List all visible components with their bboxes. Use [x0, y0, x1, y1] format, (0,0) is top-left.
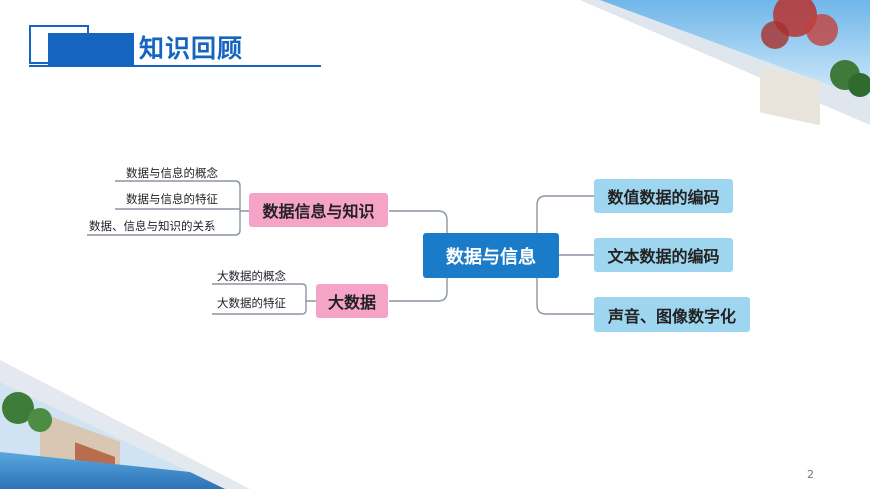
branch-node-bigdata: 大数据 [316, 284, 388, 318]
leaf-bigdata-concept: 大数据的概念 [217, 269, 286, 283]
branch-node-knowledge: 数据信息与知识 [249, 193, 388, 227]
connector-knowledge-leaves [87, 180, 249, 236]
connector-bigdata-leaves [212, 283, 316, 315]
leaf-data-info-knowledge-relation: 数据、信息与知识的关系 [89, 219, 216, 233]
connector-center-media [536, 254, 594, 315]
connector-center-bigdata [389, 254, 448, 302]
branch-node-media-digitization: 声音、图像数字化 [594, 297, 750, 332]
branch-node-text-encoding: 文本数据的编码 [594, 238, 733, 272]
page-number: 2 [807, 468, 814, 481]
decorative-campus-photo-bottom [0, 360, 250, 489]
header-underline [29, 65, 321, 67]
leaf-data-info-concept: 数据与信息的概念 [126, 166, 218, 180]
page-title: 知识回顾 [139, 34, 244, 63]
leaf-data-info-features: 数据与信息的特征 [126, 192, 218, 206]
connector-center-knowledge [389, 210, 448, 256]
branch-node-numeric-encoding: 数值数据的编码 [594, 179, 733, 213]
mindmap-center-node: 数据与信息 [423, 233, 559, 278]
leaf-bigdata-features: 大数据的特征 [217, 296, 286, 310]
connector-center-numeric [536, 195, 594, 256]
header-block-decoration [48, 33, 134, 66]
decorative-campus-photo-top [580, 0, 870, 125]
